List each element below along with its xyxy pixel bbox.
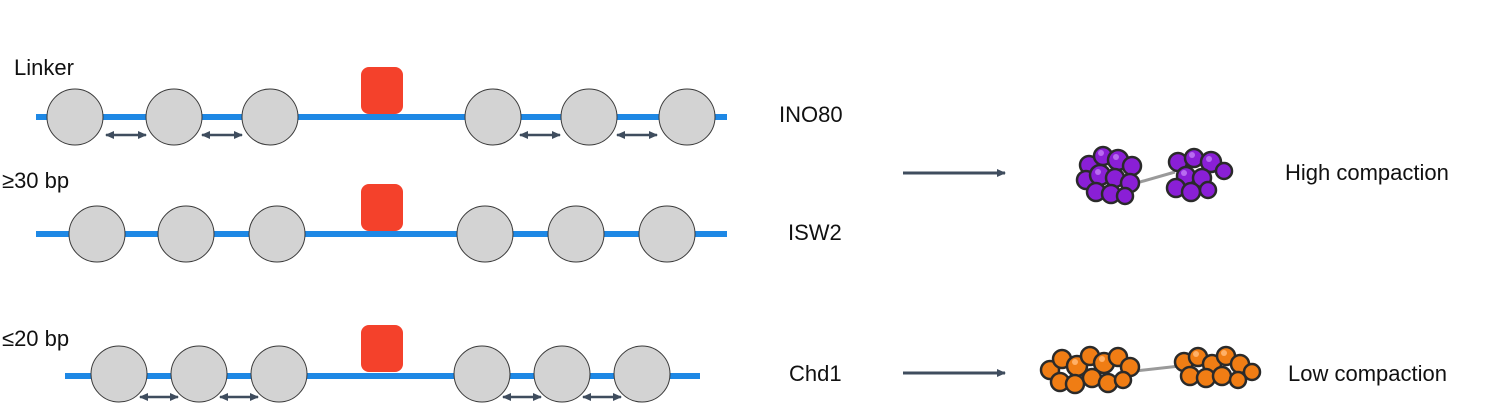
- low-compaction-structure-icon: [1039, 345, 1262, 395]
- nucleosome: [157, 205, 215, 263]
- spacing-label-short: ≤20 bp: [2, 326, 70, 351]
- barrier-protein: [361, 67, 403, 114]
- nucleosome: [170, 345, 228, 403]
- barrier-protein: [361, 325, 403, 372]
- linker-label: Linker: [14, 55, 74, 80]
- spacing-label-long: ≥30 bp: [2, 168, 70, 193]
- nucleosome: [638, 205, 696, 263]
- nucleosome: [560, 88, 618, 146]
- remodeler-label-ino80: INO80: [779, 102, 843, 127]
- nucleosome: [241, 88, 299, 146]
- row-chd1: [65, 325, 700, 403]
- nucleosome: [533, 345, 591, 403]
- nucleosome: [68, 205, 126, 263]
- row-isw2: [36, 184, 727, 263]
- nucleosome: [547, 205, 605, 263]
- nucleosome: [248, 205, 306, 263]
- nucleosome: [250, 345, 308, 403]
- high-compaction-label: High compaction: [1285, 160, 1449, 185]
- low-compaction-label: Low compaction: [1288, 361, 1447, 386]
- row-ino80: [36, 67, 727, 146]
- nucleosome: [46, 88, 104, 146]
- barrier-protein: [361, 184, 403, 231]
- remodeler-label-chd1: Chd1: [789, 361, 842, 386]
- nucleosome: [464, 88, 522, 146]
- high-compaction-structure-icon: [1075, 145, 1234, 206]
- nucleosome: [453, 345, 511, 403]
- nucleosome: [90, 345, 148, 403]
- remodeler-label-isw2: ISW2: [788, 220, 842, 245]
- nucleosome: [613, 345, 671, 403]
- nucleosome: [456, 205, 514, 263]
- nucleosome: [658, 88, 716, 146]
- nucleosome: [145, 88, 203, 146]
